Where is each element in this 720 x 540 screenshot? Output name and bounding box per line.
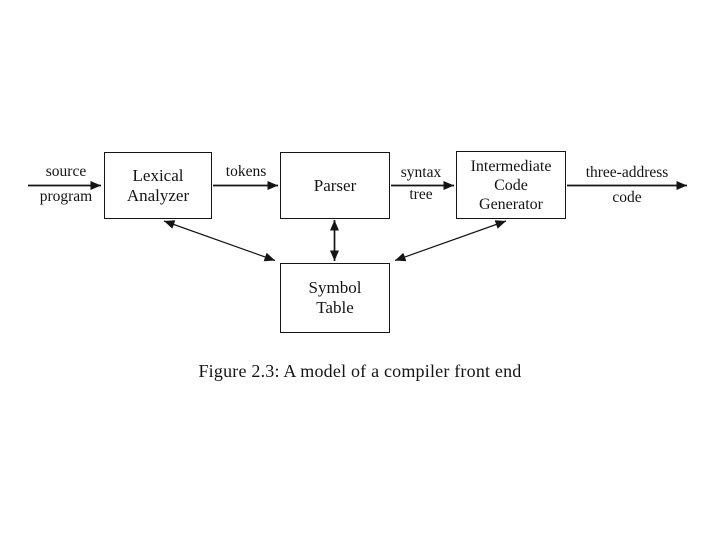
edge-label-line: three-address [585,164,669,181]
node-label-line: Intermediate [470,157,552,175]
node-label-line: Symbol [308,278,362,297]
node-label-line: Generator [479,195,543,213]
node-label-line: Parser [313,175,357,195]
node-label-line: Analyzer [126,185,190,205]
edge-label-syntax-tree: syntax tree [381,162,461,206]
arrow-lexical-symbol-table [163,220,276,262]
edge-label-line: syntax [400,164,442,181]
node-symbol-table: Symbol Table [280,263,390,333]
node-label-line: Code [494,176,528,194]
edge-label-source-program: source program [6,159,126,209]
edge-label-line: program [39,188,93,205]
node-label-line: Table [316,298,354,317]
arrow-symbol-table-icg [394,220,507,262]
edge-label-tokens: tokens [206,163,286,181]
edge-label-line: code [612,189,642,206]
figure-caption: Figure 2.3: A model of a compiler front … [198,361,522,381]
node-label-line: Lexical [132,165,184,185]
node-intermediate-code-generator: Intermediate Code Generator [456,151,566,219]
edge-label-line: tree [409,186,433,203]
edge-label-line: source [45,163,87,180]
edge-label-line: tokens [225,163,267,180]
node-parser: Parser [280,152,390,219]
edge-label-three-address-code: three-address code [557,160,697,210]
